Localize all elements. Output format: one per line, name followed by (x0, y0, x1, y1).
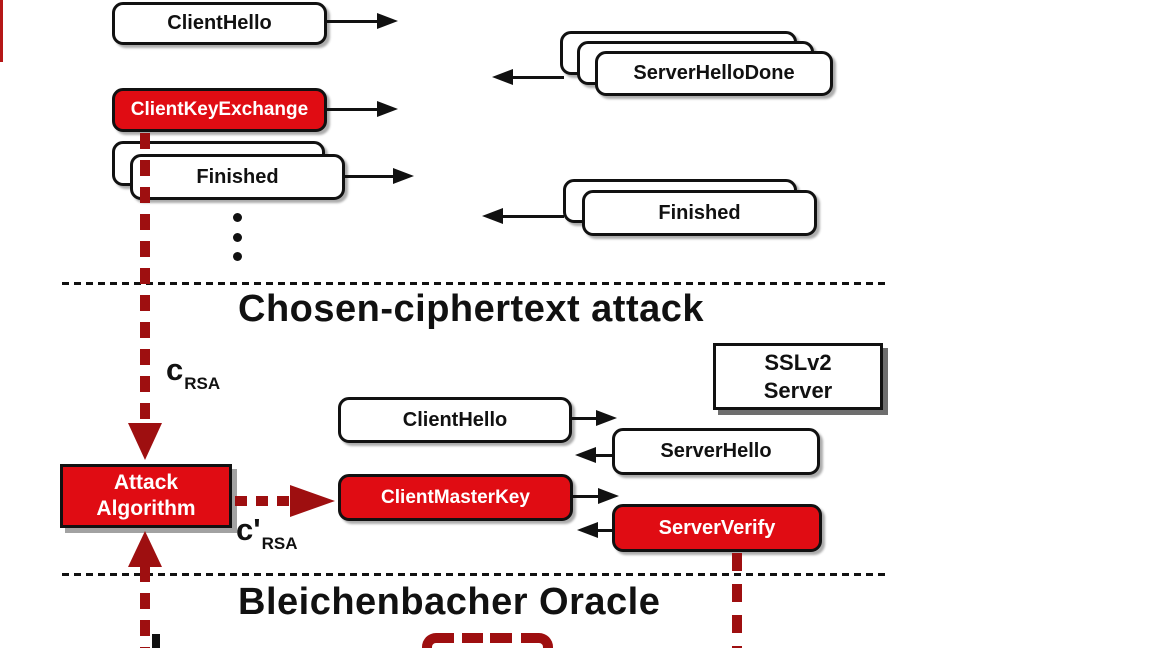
finished-server-box: Finished (582, 190, 817, 236)
oracle-dashed-box-corner-left (422, 633, 454, 648)
chosen-ciphertext-heading: Chosen-ciphertext attack (238, 288, 705, 330)
client-key-exchange-arrow-right-icon (377, 101, 398, 117)
oracle-dashed-box-corner-right (521, 633, 553, 648)
finished-client-arrow-right-icon (393, 168, 414, 184)
ellipsis-dot (233, 213, 242, 222)
bleichenbacher-oracle-heading: Bleichenbacher Oracle (238, 581, 661, 623)
section-divider-bottom (62, 573, 888, 576)
client-hello-box: ClientHello (112, 2, 327, 45)
server-hello-arrow-left-icon (575, 447, 596, 463)
sslv2-server-line2: Server (763, 377, 833, 403)
ellipsis-dot (233, 233, 242, 242)
client-key-exchange-box: ClientKeyExchange (112, 88, 327, 132)
server-hello-arrow-line (594, 454, 612, 457)
cropped-red-line-fragment (0, 0, 3, 62)
client-master-key-arrow-line (573, 495, 599, 498)
section-divider-top (62, 282, 888, 285)
sslv2-client-hello-label: ClientHello (402, 408, 508, 431)
client-master-key-arrow-right-icon (598, 488, 619, 504)
attack-algorithm-line2: Algorithm (96, 497, 196, 520)
finished-client-arrow-line (345, 175, 395, 178)
finished-server-label: Finished (658, 201, 741, 224)
oracle-dashed-box-dash (462, 633, 483, 643)
oracle-dashed-box-dash (490, 633, 512, 643)
c-rsa-subscript: RSA (184, 374, 221, 393)
sslv2-client-hello-arrow-right-icon (596, 410, 617, 426)
server-hello-box: ServerHello (612, 428, 820, 475)
modified-ciphertext-arrow-right-icon (290, 485, 335, 517)
attack-algorithm-line1: Attack (113, 470, 179, 494)
oracle-response-arrow-up-icon (128, 531, 162, 567)
ciphertext-dashed-line (140, 133, 150, 423)
finished-client-label: Finished (196, 165, 279, 188)
modified-ciphertext-dashed-line (235, 496, 292, 506)
client-hello-label: ClientHello (167, 12, 272, 34)
ciphertext-arrow-down-icon (128, 423, 162, 460)
sslv2-server-line1: SSLv2 (764, 350, 832, 375)
client-hello-arrow-right-icon (377, 13, 398, 29)
client-master-key-box: ClientMasterKey (338, 474, 573, 521)
oracle-response-dashed-line (140, 566, 150, 648)
finished-server-arrow-left-icon (482, 208, 503, 224)
client-key-exchange-label: ClientKeyExchange (130, 99, 309, 120)
c-prime-rsa-base: c' (236, 512, 261, 547)
client-key-exchange-arrow-line (327, 108, 379, 111)
ellipsis-dot (233, 252, 242, 261)
server-verify-label: ServerVerify (658, 516, 776, 539)
c-rsa-label: cRSA (166, 352, 220, 392)
c-prime-rsa-label: c'RSA (236, 512, 298, 552)
server-hello-label: ServerHello (660, 440, 772, 462)
sslv2-server-box: SSLv2 Server (713, 343, 883, 410)
finished-client-box: Finished (130, 154, 345, 200)
server-hello-done-arrow-left-icon (492, 69, 513, 85)
server-verify-dashed-line (732, 553, 742, 648)
server-hello-done-box: ServerHelloDone (595, 51, 833, 96)
cropped-black-arrow-fragment (152, 634, 160, 648)
client-hello-arrow-line (327, 20, 379, 23)
server-verify-arrow-line (596, 529, 612, 532)
finished-server-arrow-line (501, 215, 564, 218)
c-prime-rsa-subscript: RSA (261, 534, 298, 553)
c-rsa-base: c (166, 352, 184, 387)
server-verify-box: ServerVerify (612, 504, 822, 552)
server-hello-done-label: ServerHelloDone (633, 62, 795, 84)
server-hello-done-arrow-line (511, 76, 564, 79)
client-master-key-label: ClientMasterKey (381, 486, 530, 508)
server-verify-arrow-left-icon (577, 522, 598, 538)
attack-algorithm-box: Attack Algorithm (60, 464, 232, 528)
sslv2-client-hello-arrow-line (572, 417, 597, 420)
sslv2-client-hello-box: ClientHello (338, 397, 572, 443)
